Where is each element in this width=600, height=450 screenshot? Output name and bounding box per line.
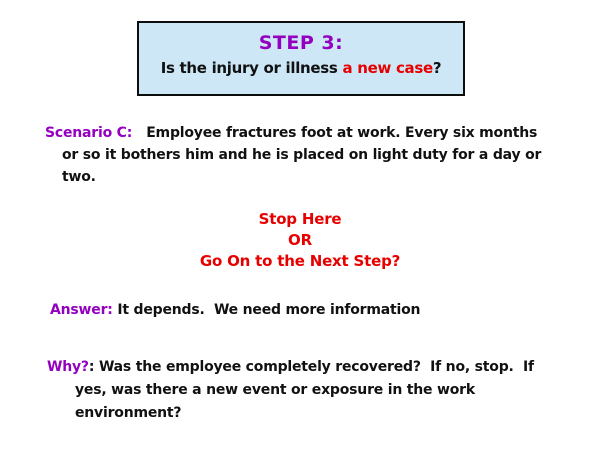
scenario-line-1: Scenario C: Employee fractures foot at w… — [45, 122, 585, 144]
scenario-text-3: two. — [62, 169, 96, 185]
answer-text: It depends. We need more information — [112, 302, 421, 318]
scenario-text-1: Employee fractures foot at work. Every s… — [132, 125, 538, 141]
decision-block: Stop Here OR Go On to the Next Step? — [0, 209, 600, 272]
why-separator: : — [88, 359, 99, 375]
step-question-prefix: Is the injury or illness — [160, 59, 343, 77]
step-title: STEP 3: — [258, 32, 344, 54]
step-question: Is the injury or illness a new case? — [139, 59, 463, 77]
why-text-3: environment? — [75, 405, 182, 421]
why-label: Why? — [47, 359, 89, 375]
decision-line-3: Go On to the Next Step? — [199, 252, 401, 270]
scenario-text-2: or so it bothers him and he is placed on… — [62, 147, 542, 163]
decision-line-2: OR — [288, 231, 312, 249]
why-line-1: Why?: Was the employee completely recove… — [47, 356, 587, 379]
step-question-highlight: a new case — [342, 59, 433, 77]
why-text-2: yes, was there a new event or exposure i… — [75, 382, 475, 398]
decision-line-1: Stop Here — [258, 210, 342, 228]
answer-label: Answer: — [50, 302, 113, 318]
header-box: STEP 3: Is the injury or illness a new c… — [137, 21, 465, 96]
why-paragraph: Why?: Was the employee completely recove… — [47, 356, 587, 425]
answer-line: Answer: It depends. We need more informa… — [50, 302, 420, 318]
why-text-1: Was the employee completely recovered? I… — [98, 359, 534, 375]
scenario-paragraph: Scenario C: Employee fractures foot at w… — [45, 122, 585, 188]
scenario-label: Scenario C: — [45, 125, 133, 141]
step-question-suffix: ? — [432, 59, 442, 77]
